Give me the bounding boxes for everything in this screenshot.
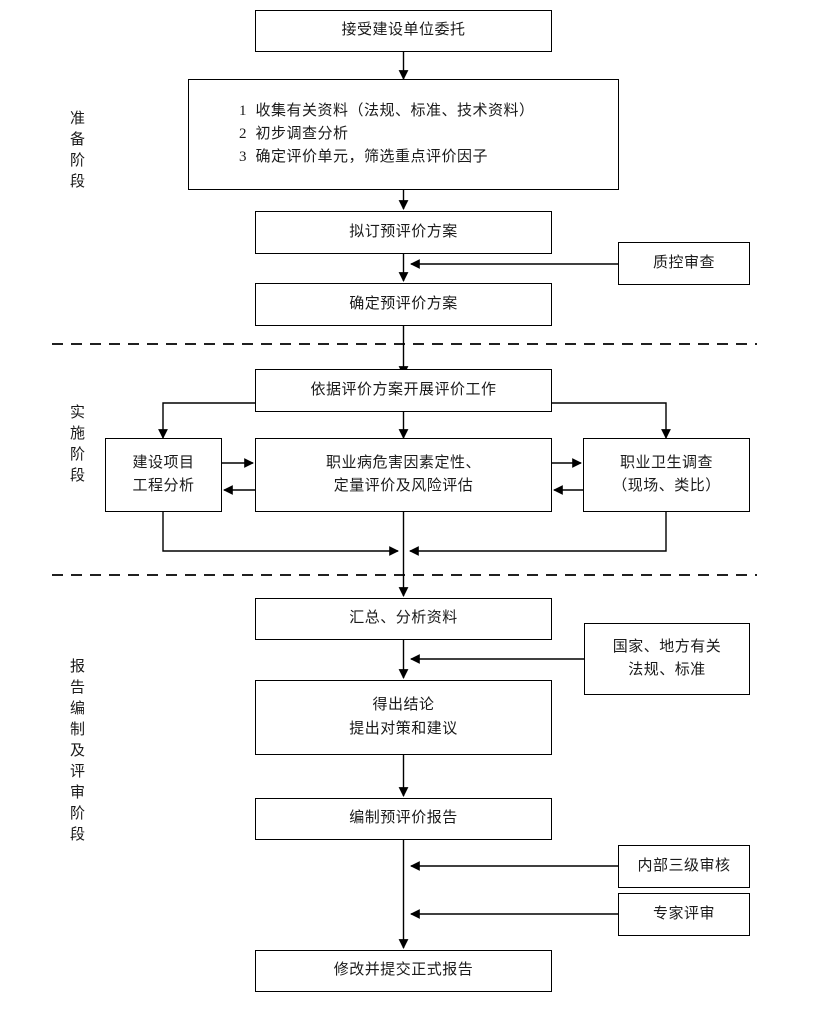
connector-evaluation-to-left [158, 402, 255, 439]
node-hazard-evaluation-line-2: 定量评价及风险评估 [333, 478, 474, 494]
node-conclusions[interactable]: 得出结论 提出对策和建议 [255, 680, 552, 755]
node-revise-submit-report-line-1: 修改并提交正式报告 [333, 962, 474, 979]
node-laws-standards[interactable]: 国家、地方有关 法规、标准 [584, 623, 750, 695]
node-preparation-tasks-line-3: 3 确定评价单元，筛选重点评价因子 [239, 149, 489, 166]
node-quality-review-line-1: 质控审查 [652, 254, 715, 271]
connector-left-collector [162, 512, 399, 556]
node-preparation-tasks-line-2: 2 初步调查分析 [239, 125, 349, 142]
stage-label-preparation: 准备阶段 [68, 110, 84, 194]
node-conclusions-line-2: 提出对策和建议 [349, 720, 458, 737]
node-occupational-health-survey[interactable]: 职业卫生调查 （现场、类比） [583, 438, 750, 512]
node-accept-commission-line-1: 接受建设单位委托 [341, 22, 466, 39]
node-internal-three-level-review[interactable]: 内部三级审核 [618, 845, 750, 888]
node-carry-out-evaluation[interactable]: 依据评价方案开展评价工作 [255, 369, 552, 412]
node-preparation-tasks[interactable]: 1 收集有关资料（法规、标准、技术资料） 2 初步调查分析 3 确定评价单元，筛… [188, 79, 619, 190]
stage-label-report: 报告编制及评审阶段 [68, 658, 84, 847]
node-project-engineering-analysis[interactable]: 建设项目 工程分析 [105, 438, 222, 512]
node-occupational-health-survey-line-2: （现场、类比） [612, 478, 721, 494]
node-revise-submit-report[interactable]: 修改并提交正式报告 [255, 950, 552, 992]
node-summarize-analyze-line-1: 汇总、分析资料 [349, 610, 458, 627]
node-conclusions-line-1: 得出结论 [372, 697, 435, 714]
node-laws-standards-line-1: 国家、地方有关 [612, 638, 722, 655]
node-confirm-plan[interactable]: 确定预评价方案 [255, 283, 552, 326]
node-quality-review[interactable]: 质控审查 [618, 242, 750, 285]
node-laws-standards-line-2: 法规、标准 [628, 662, 706, 678]
node-hazard-evaluation-line-1: 职业病危害因素定性、 [325, 454, 481, 471]
node-occupational-health-survey-line-1: 职业卫生调查 [619, 454, 713, 471]
connector-evaluation-to-right [552, 402, 671, 439]
node-draft-plan-line-1: 拟订预评价方案 [349, 223, 458, 240]
node-summarize-analyze[interactable]: 汇总、分析资料 [255, 598, 552, 640]
node-accept-commission[interactable]: 接受建设单位委托 [255, 10, 552, 52]
node-hazard-evaluation[interactable]: 职业病危害因素定性、 定量评价及风险评估 [255, 438, 552, 512]
node-carry-out-evaluation-line-1: 依据评价方案开展评价工作 [310, 381, 497, 398]
node-expert-review-line-1: 专家评审 [652, 905, 715, 922]
stage-label-implementation: 实施阶段 [68, 404, 84, 488]
node-draft-plan[interactable]: 拟订预评价方案 [255, 211, 552, 254]
connector-right-collector [409, 512, 667, 556]
node-preparation-tasks-line-1: 1 收集有关资料（法规、标准、技术资料） [239, 102, 535, 119]
node-project-engineering-analysis-line-2: 工程分析 [132, 478, 195, 494]
node-project-engineering-analysis-line-1: 建设项目 [132, 454, 195, 471]
node-expert-review[interactable]: 专家评审 [618, 893, 750, 936]
node-compile-report[interactable]: 编制预评价报告 [255, 798, 552, 840]
node-confirm-plan-line-1: 确定预评价方案 [349, 295, 458, 312]
node-internal-three-level-review-line-1: 内部三级审核 [637, 857, 731, 874]
node-compile-report-line-1: 编制预评价报告 [349, 810, 458, 827]
